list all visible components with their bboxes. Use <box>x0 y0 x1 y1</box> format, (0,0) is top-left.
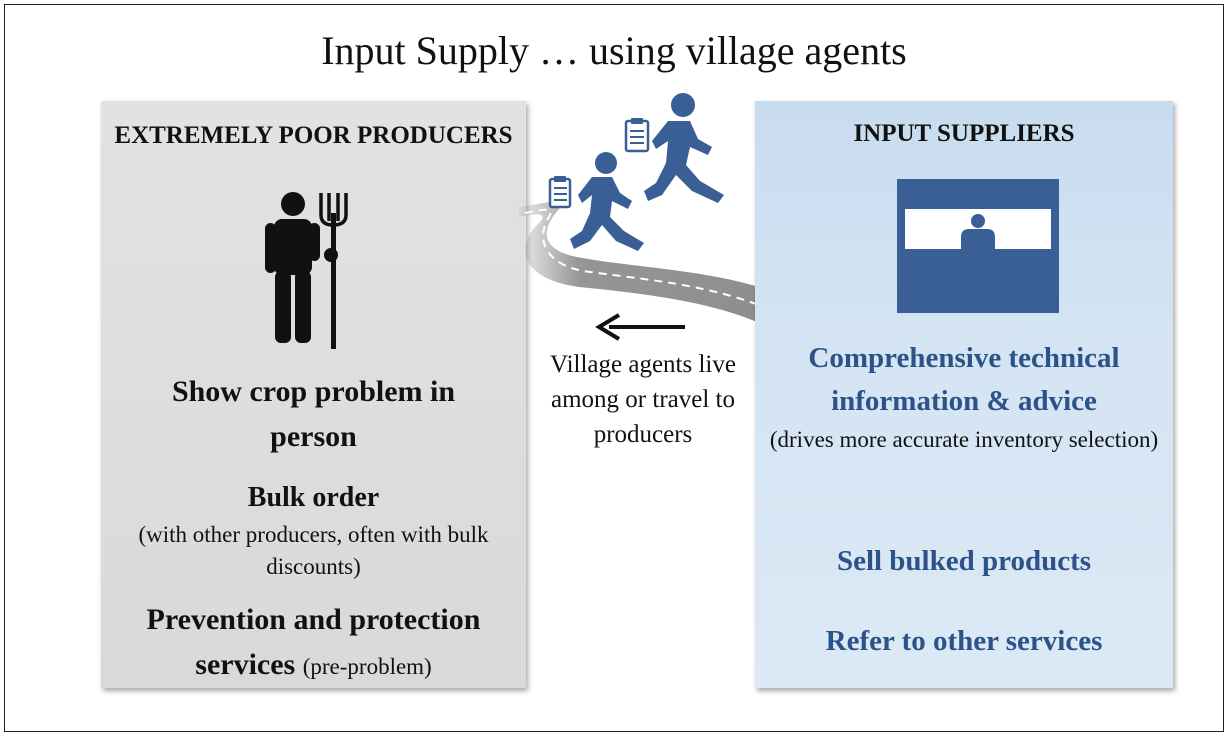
producers-panel: EXTREMELY POOR PRODUCERS Show crop probl… <box>101 101 526 688</box>
producers-heading: EXTREMELY POOR PRODUCERS <box>114 122 513 149</box>
prevention-text: Prevention and protection services (pre-… <box>101 597 526 689</box>
bulk-order-title: Bulk order <box>247 482 380 513</box>
road-icon <box>519 201 759 323</box>
running-agent-icon <box>644 93 724 203</box>
farmer-with-pitchfork-icon <box>265 192 348 349</box>
suppliers-panel: INPUT SUPPLIERS Comprehensive technical … <box>755 101 1173 688</box>
left-arrow-icon <box>595 313 685 341</box>
slide-title: Input Supply … using village agents <box>321 28 907 73</box>
running-agent-icon <box>570 152 644 251</box>
running-agents-icon <box>548 93 724 251</box>
village-agents-caption: Village agents live among or travel to p… <box>550 351 736 448</box>
refer-services-text: Refer to other services <box>825 625 1103 657</box>
suppliers-heading: INPUT SUPPLIERS <box>853 120 1075 147</box>
bulk-order-detail: (with other producers, often with bulk d… <box>138 522 489 579</box>
technical-advice-title: Comprehensive technical information & ad… <box>808 342 1120 417</box>
slide: Input Supply … using village agents EXTR… <box>4 4 1224 732</box>
sell-bulked-products-text: Sell bulked products <box>836 545 1092 577</box>
clipboard-icon <box>624 118 650 153</box>
prevention-title: Prevention and protection services <box>146 603 481 681</box>
shop-counter-icon <box>897 179 1059 313</box>
clipboard-icon <box>548 176 572 209</box>
prevention-detail: (pre-problem) <box>302 654 432 679</box>
technical-advice-detail: (drives more accurate inventory selectio… <box>769 427 1159 452</box>
show-crop-problem-text: Show crop problem in person <box>171 375 456 453</box>
